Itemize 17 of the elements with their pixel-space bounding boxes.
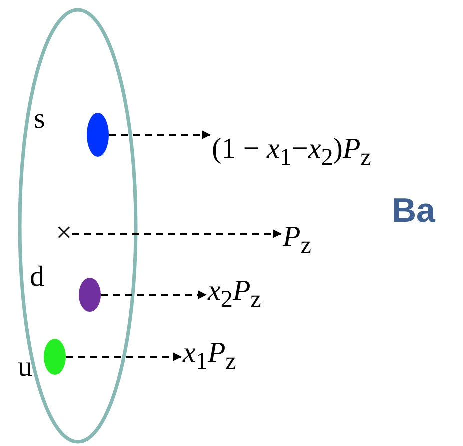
momentum-label: x$_{1}$P$_{z}$ (183, 338, 236, 376)
quark-dot (79, 278, 101, 312)
quark-label: s (34, 104, 46, 136)
quark-dot (87, 113, 109, 157)
quark-dot (44, 339, 66, 375)
momentum-label: x$_{2}$P$_{z}$ (208, 276, 262, 314)
quark-label: d (30, 262, 44, 294)
momentum-label: (1 − x$_{1}$−x$_{2}$)P$_{z}$ (212, 134, 372, 172)
dashed-arrow (109, 130, 211, 140)
dashed-arrow (72, 229, 282, 238)
dashed-arrow (101, 290, 207, 300)
quark-label: u (18, 352, 32, 384)
dashed-arrow (66, 352, 182, 362)
momentum-label: × (56, 218, 72, 250)
heading-text: Ba (392, 192, 436, 231)
ellipse-outline (18, 8, 138, 444)
momentum-label: P$_{z}$ (283, 222, 312, 260)
